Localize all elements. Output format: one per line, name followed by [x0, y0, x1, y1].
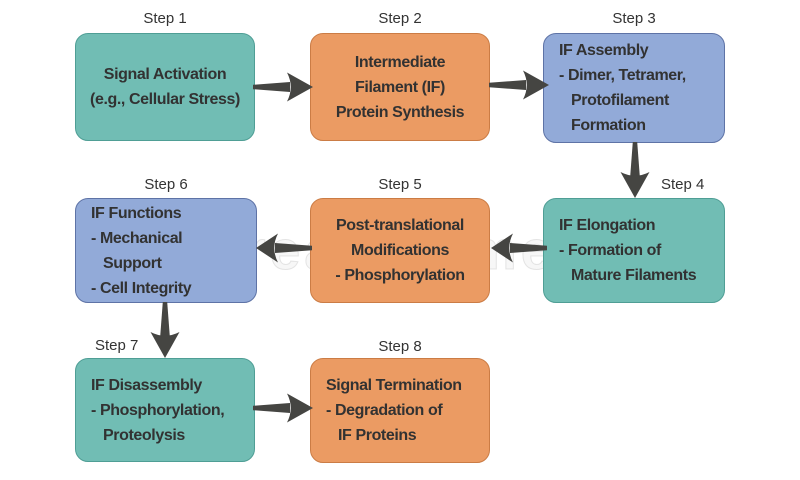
box-text-line: IF Proteins: [338, 427, 417, 444]
step-4-label: Step 4: [661, 176, 705, 193]
step-4-box: IF Elongation - Formation of Mature Fila…: [543, 198, 725, 303]
arrow-step6-to-step7-icon: [150, 302, 180, 358]
arrow-step4-to-step5-icon: [491, 233, 547, 263]
box-text-line: Protofilament: [571, 92, 669, 109]
box-text-line: - Phosphorylation,: [91, 401, 225, 419]
box-text-line: Support: [103, 254, 162, 272]
box-text-line: Mature Filaments: [571, 267, 697, 284]
box-text-line: IF Functions: [91, 204, 182, 222]
box-text-line: Protein Synthesis: [335, 103, 465, 121]
step-8-label: Step 8: [378, 338, 422, 355]
box-text-line: - Mechanical: [91, 229, 183, 247]
box-text-line: Intermediate: [354, 53, 446, 71]
box-text-line: (e.g., Cellular Stress): [90, 91, 240, 108]
box-text-line: Modifications: [351, 242, 449, 259]
step-3-label: Step 3: [612, 10, 656, 27]
step-2-box: Intermediate Filament (IF) Protein Synth…: [310, 33, 490, 141]
step-6-box: IF Functions - Mechanical Support - Cell…: [75, 198, 257, 303]
step-2-label: Step 2: [378, 10, 422, 27]
box-text-line: IF Elongation: [559, 217, 656, 234]
box-text-line: - Degradation of: [326, 402, 443, 419]
arrow-step3-to-step4-icon: [620, 142, 650, 198]
step-8-box: Signal Termination - Degradation of IF P…: [310, 358, 490, 463]
box-text-line: IF Disassembly: [91, 376, 202, 394]
arrow-step2-to-step3-icon: [489, 70, 549, 100]
box-text-line: Post-translational: [336, 217, 464, 234]
step-1-label: Step 1: [143, 10, 187, 27]
step-7-box: IF Disassembly - Phosphorylation, Proteo…: [75, 358, 255, 462]
step-5-label: Step 5: [378, 176, 422, 193]
arrow-step1-to-step2-icon: [253, 72, 313, 102]
box-text-line: - Formation of: [559, 242, 661, 259]
box-text-line: - Cell Integrity: [91, 279, 192, 297]
box-text-line: Formation: [571, 117, 646, 134]
step-5-box: Post-translational Modifications - Phosp…: [310, 198, 490, 303]
box-text-line: Filament (IF): [355, 78, 445, 96]
box-text-line: IF Assembly: [559, 42, 649, 59]
arrow-step5-to-step6-icon: [256, 233, 312, 263]
arrow-step7-to-step8-icon: [253, 393, 313, 423]
box-text-line: - Dimer, Tetramer,: [559, 67, 686, 84]
box-text-line: Signal Activation: [103, 66, 227, 83]
step-3-box: IF Assembly - Dimer, Tetramer, Protofila…: [543, 33, 725, 143]
box-text-line: Signal Termination: [326, 377, 462, 394]
box-text-line: - Phosphorylation: [335, 267, 465, 284]
step-1-box: Signal Activation (e.g., Cellular Stress…: [75, 33, 255, 141]
step-6-label: Step 6: [144, 176, 188, 193]
step-7-label: Step 7: [95, 337, 139, 354]
box-text-line: Proteolysis: [103, 426, 185, 444]
